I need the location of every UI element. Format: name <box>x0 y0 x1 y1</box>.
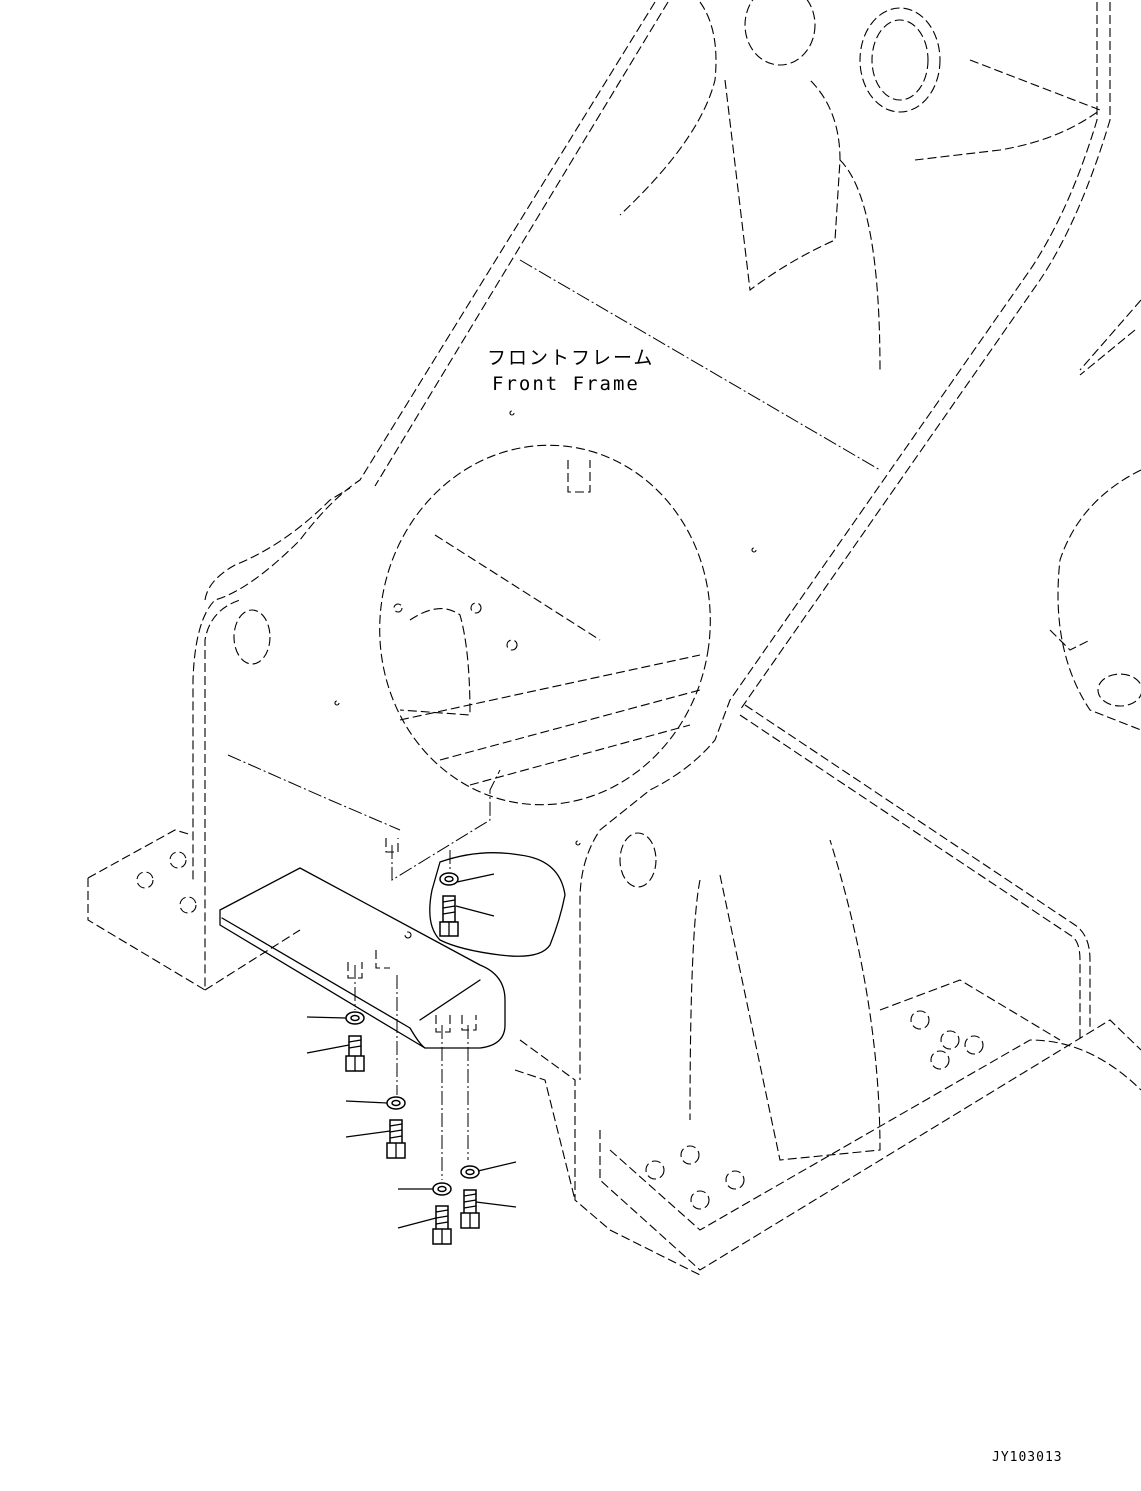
fasteners <box>345 872 480 1245</box>
bolt-icon <box>345 1035 365 1072</box>
washer-icon <box>345 1011 365 1025</box>
bolt-icon <box>460 1189 480 1229</box>
washer-icon <box>460 1165 480 1179</box>
cover-plate <box>219 852 566 1049</box>
washer-icon <box>439 872 459 886</box>
bolt-icon <box>386 1119 406 1159</box>
drawing-code: JY103013 <box>992 1450 1063 1465</box>
front-frame-outline <box>87 0 1141 1276</box>
bolt-icon <box>432 1205 452 1245</box>
bolt-icon <box>439 895 459 937</box>
front-frame-label-jp: フロントフレーム <box>487 347 654 369</box>
leader-lines <box>306 873 517 1229</box>
front-frame-label-en: Front Frame <box>492 373 640 395</box>
washer-icon <box>386 1096 406 1110</box>
assembly-axis-lines <box>347 769 501 1180</box>
washer-icon <box>432 1182 452 1196</box>
